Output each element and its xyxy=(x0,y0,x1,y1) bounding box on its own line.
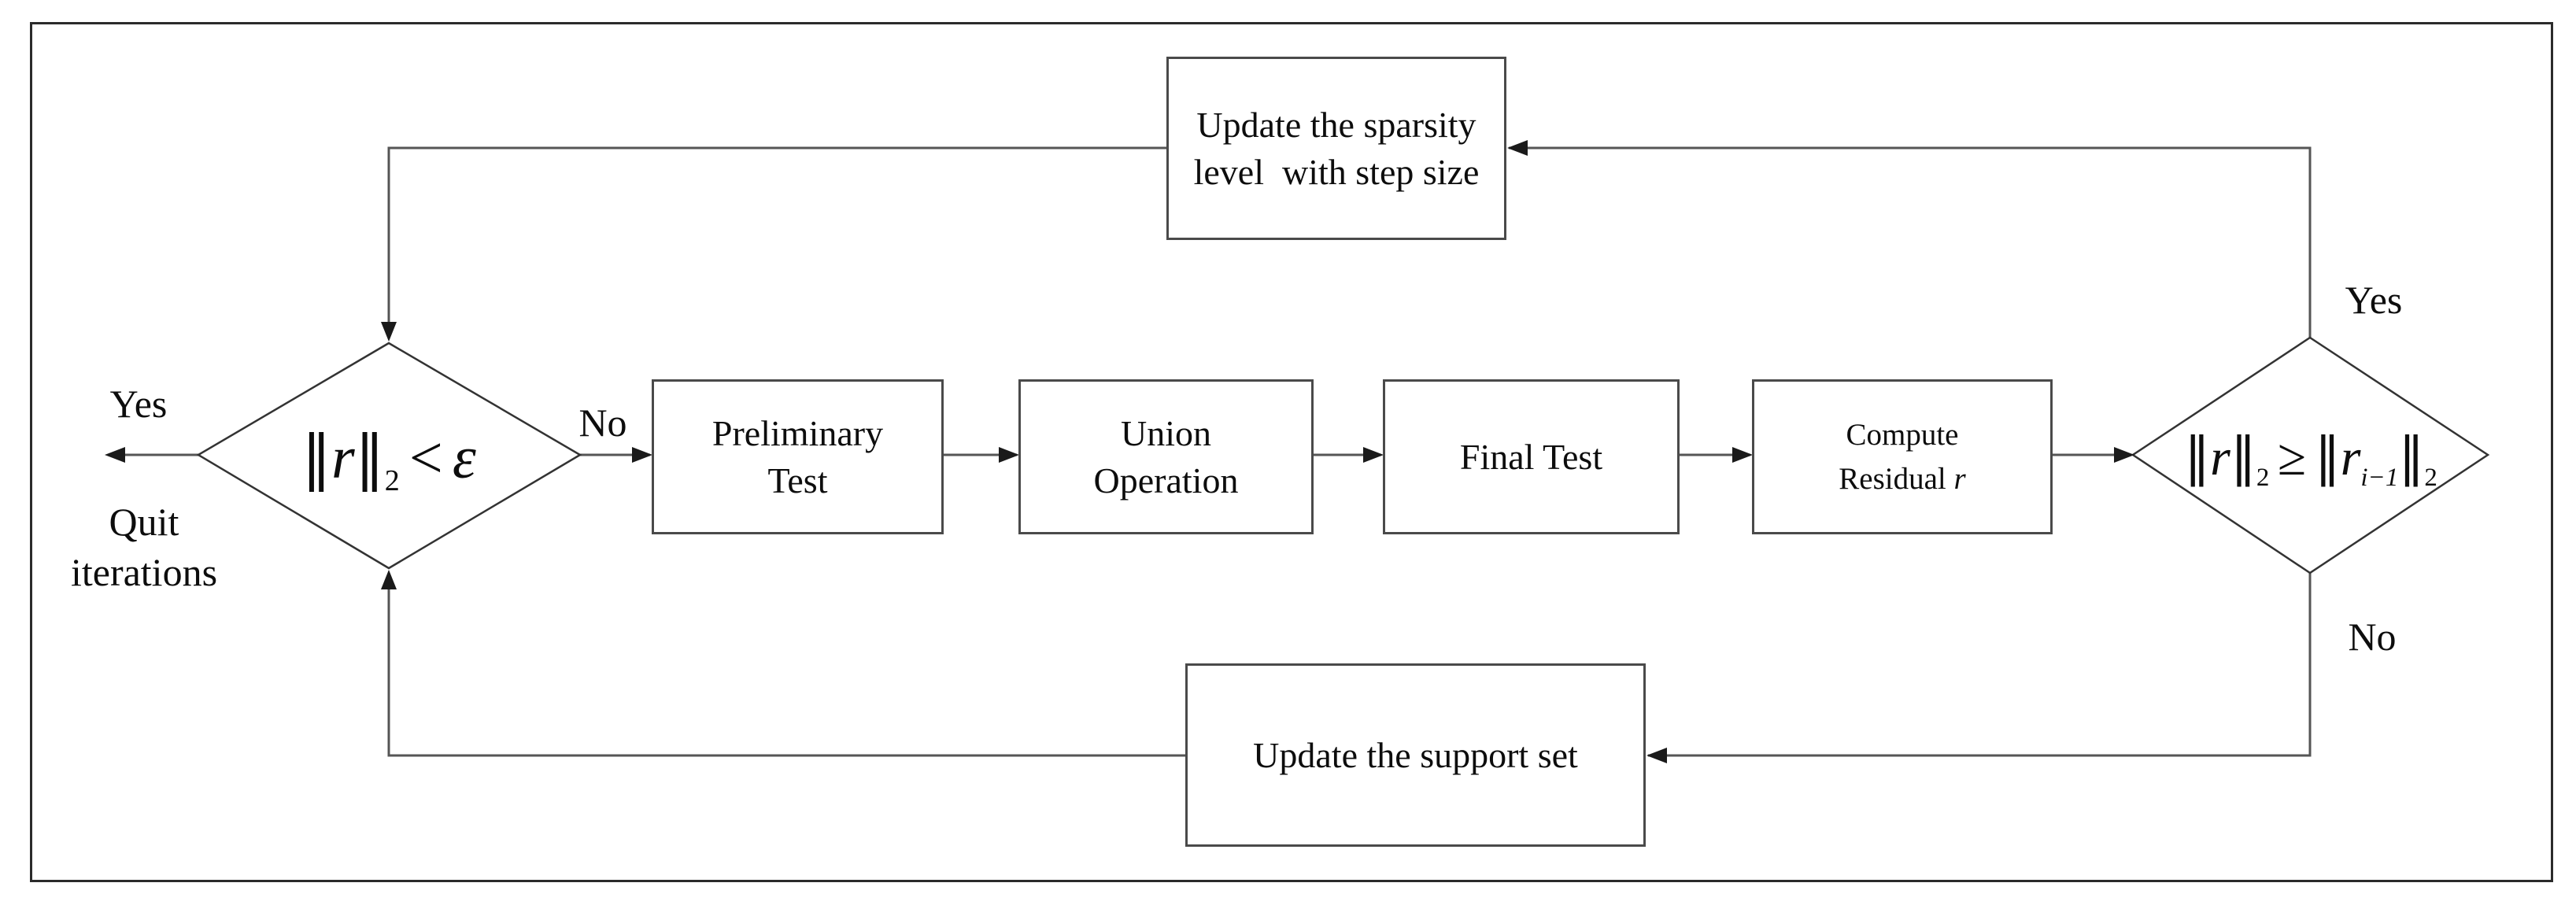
decision-right-diamond xyxy=(2131,336,2490,574)
less-than-operator: < xyxy=(408,425,443,491)
residual-variable: r xyxy=(331,425,355,491)
label-yes-right: Yes xyxy=(2345,278,2403,322)
edge-right-decision-to-sparsity xyxy=(1509,146,2312,338)
arrowhead-into-right-diamond xyxy=(2114,447,2134,463)
arrowhead-into-preliminary xyxy=(632,447,652,463)
residual-variable: r xyxy=(1953,461,1966,496)
box-text-line: Update the support set xyxy=(1253,734,1578,775)
arrowhead-into-sparsity-box xyxy=(1507,140,1528,156)
outer-border xyxy=(30,22,2553,882)
process-box-update-sparsity: Update the sparsity level with step size xyxy=(1166,57,1506,240)
process-box-update-support-set: Update the support set xyxy=(1185,663,1646,847)
norm-bar: ‖ xyxy=(2184,427,2211,487)
epsilon-threshold: ε xyxy=(452,425,476,491)
arrowhead-into-final xyxy=(1363,447,1384,463)
box-text-line: Union xyxy=(1121,412,1211,453)
process-box-final-test: Final Test xyxy=(1383,379,1680,534)
arrowhead-into-union xyxy=(999,447,1019,463)
label-no-left: No xyxy=(578,401,627,445)
box-text-line: Update the sparsity xyxy=(1196,104,1476,145)
residual-text: Residual xyxy=(1839,461,1954,496)
decision-right-formula: ‖r‖2≥‖ri−1‖2 xyxy=(2184,427,2437,491)
process-box-preliminary-test: Preliminary Test xyxy=(652,379,944,534)
quit-line2: iterations xyxy=(70,550,218,594)
decision-left-diamond xyxy=(196,342,582,570)
norm-subscript: 2 xyxy=(384,464,400,498)
norm-bar: ‖ xyxy=(2314,427,2341,487)
norm-bar: ‖ xyxy=(2398,427,2425,487)
iteration-subscript: i−1 xyxy=(2360,464,2399,493)
label-yes-left: Yes xyxy=(109,382,168,426)
box-text-line: Residual r xyxy=(1839,457,1965,501)
edge-support-to-left-decision xyxy=(387,575,1185,757)
norm-subscript: 2 xyxy=(2256,464,2270,493)
box-text-line: Test xyxy=(767,460,828,501)
norm-bar: ‖ xyxy=(301,422,332,492)
norm-bar: ‖ xyxy=(354,422,385,492)
label-quit-iterations: Quit iterations xyxy=(71,497,217,597)
process-box-compute-residual: Compute Residual r xyxy=(1752,379,2053,534)
label-no-right: No xyxy=(2348,615,2397,659)
arrowhead-into-left-diamond-top xyxy=(381,322,397,342)
arrowhead-quit xyxy=(105,447,125,463)
norm-bar: ‖ xyxy=(2230,427,2256,487)
arrowhead-into-left-diamond-bottom xyxy=(381,570,397,589)
box-text-line: level with step size xyxy=(1193,151,1480,192)
box-text-line: Preliminary xyxy=(711,412,884,453)
decision-left-formula: ‖r‖2<ε xyxy=(301,422,476,496)
arrowhead-into-support-box xyxy=(1646,748,1667,763)
edge-sparsity-to-left-decision xyxy=(387,146,1166,337)
edge-right-decision-to-support xyxy=(1648,573,2312,757)
norm-subscript: 2 xyxy=(2424,464,2437,493)
previous-residual-variable: r xyxy=(2340,429,2361,486)
residual-variable: r xyxy=(2210,429,2230,486)
box-text-line: Compute xyxy=(1846,417,1959,452)
quit-line1: Quit xyxy=(109,500,179,544)
arrowhead-into-compute xyxy=(1732,447,1753,463)
box-text-line: Final Test xyxy=(1459,436,1603,477)
greater-equal-operator: ≥ xyxy=(2277,429,2307,486)
process-box-union-operation: Union Operation xyxy=(1018,379,1314,534)
box-text-line: Operation xyxy=(1093,460,1239,501)
